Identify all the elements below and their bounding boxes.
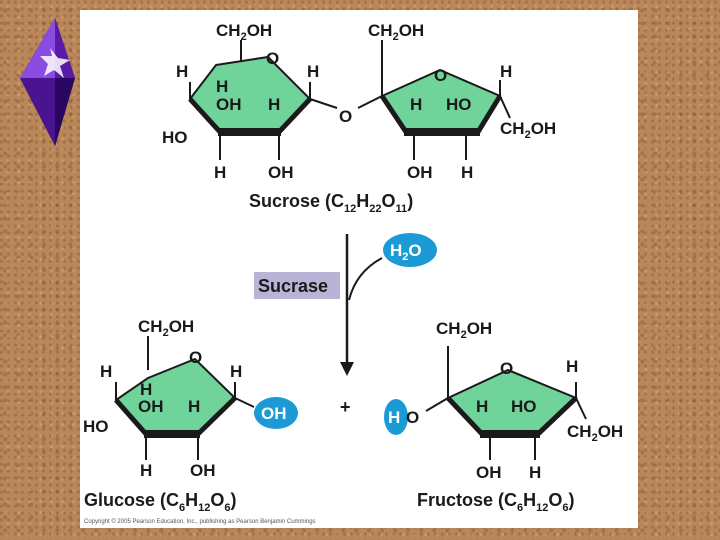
glucose-h-left: H: [100, 362, 112, 381]
glucose-h-right: H: [230, 362, 242, 381]
sucrose-fructose-h-right: H: [500, 62, 512, 81]
glucose-oh-highlight-label: OH: [261, 404, 287, 423]
sucrose-fructose-ch2oh-right: CH2OH: [500, 119, 556, 141]
fructose-h-highlight-label: H: [388, 408, 400, 427]
fructose-h-inner: H: [476, 397, 488, 416]
fructose-ring-oxygen: O: [500, 359, 513, 378]
glucose-ring: [114, 336, 255, 460]
sucrose-fructose-ch2oh-top: CH2OH: [368, 21, 424, 43]
glycosidic-oxygen: O: [339, 107, 352, 126]
glucose-oh-highlight: [254, 397, 298, 429]
sucrose-fructose-ring-oxygen: O: [434, 66, 447, 85]
glucose-h-inner2: H: [188, 397, 200, 416]
fructose-o-left: O: [406, 408, 419, 427]
fructose-ch2oh-right: CH2OH: [567, 422, 623, 444]
sucrose-caption: Sucrose (C12H22O11): [249, 191, 413, 215]
fructose-h-highlight: [384, 399, 408, 435]
glucose-ring-oxygen: O: [189, 348, 202, 367]
glucose-caption: Glucose (C6H12O6): [84, 490, 237, 514]
plus-sign: +: [340, 397, 351, 417]
enzyme-label: Sucrase: [258, 276, 328, 296]
enzyme-box: [254, 272, 340, 299]
fructose-caption: Fructose (C6H12O6): [417, 490, 575, 514]
glucose-ho-left: HO: [83, 417, 109, 436]
sucrose-glucose-h-bottom: H: [214, 163, 226, 182]
glucose-oh-inner: OH: [138, 397, 164, 416]
sucrose-glucose-ho-left: HO: [162, 128, 188, 147]
glucose-oh-bottom: OH: [190, 461, 216, 480]
sucrose-glucose-h-inner: H: [216, 77, 228, 96]
diagram-panel: CH2OH O H H H OH H HO H OH O CH2OH O H H…: [80, 10, 638, 528]
water-arrow: [348, 257, 383, 301]
sucrose-glucose-ring: [188, 40, 338, 160]
sucrose-fructose-oh-bottom: OH: [407, 163, 433, 182]
purple-gem-icon: [20, 18, 75, 146]
fructose-ch2oh-top: CH2OH: [436, 319, 492, 341]
fructose-ring: [425, 346, 587, 460]
sucrose-glucose-h-inner2: H: [268, 95, 280, 114]
copyright-line: Copyright © 2005 Pearson Education, Inc.…: [84, 518, 316, 525]
fructose-h-bottom: H: [529, 463, 541, 482]
water-bubble: [383, 233, 437, 267]
reaction-arrowhead: [340, 362, 354, 376]
sucrose-glucose-ring-oxygen: O: [266, 49, 279, 68]
fructose-ho-inner: HO: [511, 397, 537, 416]
sucrose-fructose-h-inner: H: [410, 95, 422, 114]
sucrose-glucose-oh-inner: OH: [216, 95, 242, 114]
sucrose-glucose-oh-bottom: OH: [268, 163, 294, 182]
sucrose-glucose-h-right: H: [307, 62, 319, 81]
water-label: H2O: [390, 241, 422, 263]
glucose-h-inner: H: [140, 380, 152, 399]
sucrose-fructose-h-bottom: H: [461, 163, 473, 182]
glucose-ch2oh: CH2OH: [138, 317, 194, 339]
fructose-h-right: H: [566, 357, 578, 376]
fructose-oh-bottom: OH: [476, 463, 502, 482]
glucose-h-bottom: H: [140, 461, 152, 480]
sucrose-fructose-ho-inner: HO: [446, 95, 472, 114]
sucrose-fructose-ring: [379, 40, 511, 160]
sucrose-glucose-h-left: H: [176, 62, 188, 81]
sucrose-glucose-ch2oh: CH2OH: [216, 21, 272, 43]
